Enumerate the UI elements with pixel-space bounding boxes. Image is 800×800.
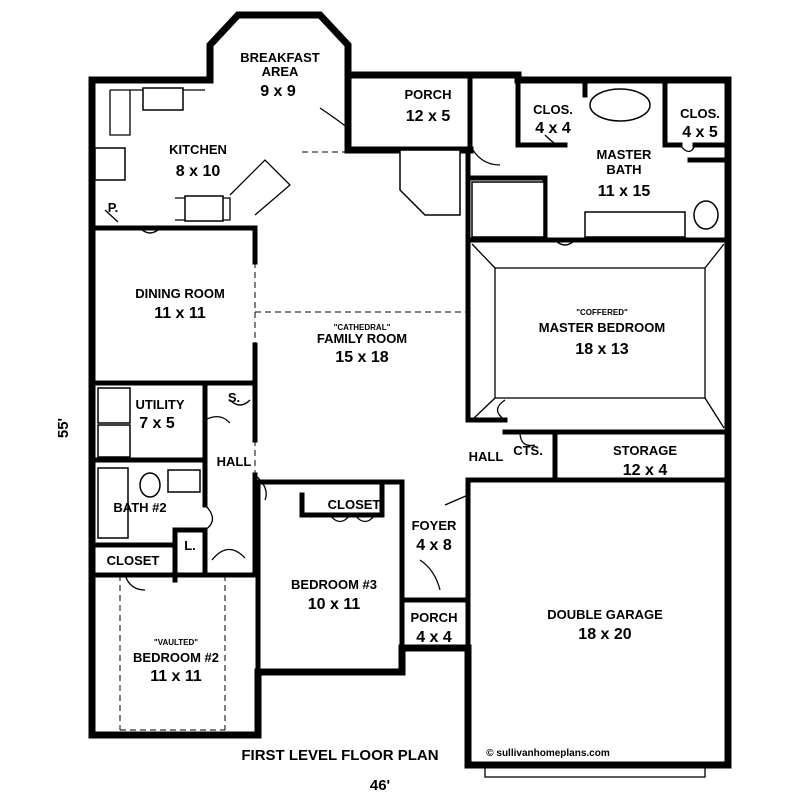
master-bath-dim: 11 x 15	[598, 183, 651, 200]
plan-depth: 55'	[55, 418, 72, 438]
utility-label: UTILITY	[135, 397, 184, 412]
bedroom3-label: BEDROOM #3	[291, 577, 377, 592]
family-label: FAMILY ROOM	[317, 331, 407, 346]
clos-b-label: CLOS.	[680, 106, 720, 121]
porch-front-dim: 4 x 4	[416, 629, 452, 646]
master-bed-tag: "COFFERED"	[576, 308, 628, 317]
clos-b-dim: 4 x 5	[682, 124, 718, 141]
storage-label: STORAGE	[613, 443, 677, 458]
master-bath-label-1: MASTER	[597, 147, 653, 162]
sink-icon	[167, 469, 201, 493]
porch-top-label: PORCH	[405, 87, 452, 102]
bathtub-icon	[97, 467, 129, 539]
breakfast-label-2: AREA	[262, 64, 299, 79]
porch-top-dim: 12 x 5	[406, 108, 451, 125]
breakfast-dim: 9 x 9	[260, 83, 296, 100]
door-swings	[104, 107, 696, 591]
hall-right-label: HALL	[469, 449, 504, 464]
washer-icon	[97, 387, 131, 424]
bedroom2-label: BEDROOM #2	[133, 650, 219, 665]
bedroom2-dim: 11 x 11	[150, 668, 202, 685]
family-tag: "CATHEDRAL"	[334, 323, 391, 332]
master-bed-dim: 18 x 13	[575, 341, 628, 358]
toilet-icon	[693, 200, 719, 230]
credit-text: © sullivanhomeplans.com	[486, 748, 610, 759]
porch-front-label: PORCH	[411, 610, 458, 625]
vanity-icon	[584, 211, 686, 238]
bedroom2-tag: "VAULTED"	[154, 638, 198, 647]
kitchen-dim: 8 x 10	[176, 163, 221, 180]
fixtures	[94, 87, 719, 539]
stove-icon	[184, 195, 224, 222]
storage-s-label: S.	[228, 390, 240, 405]
clos-a-dim: 4 x 4	[535, 120, 571, 137]
fridge-icon	[94, 147, 126, 181]
interior-walls	[89, 72, 731, 768]
garage-dim: 18 x 20	[578, 626, 631, 643]
plan-annotations: FIRST LEVEL FLOOR PLAN 46' 55' © sulliva…	[55, 418, 610, 794]
kitchen-label: KITCHEN	[169, 142, 227, 157]
linen-label: L.	[184, 538, 196, 553]
family-dim: 15 x 18	[335, 349, 388, 366]
bath2-label: BATH #2	[113, 500, 166, 515]
tub-icon	[589, 88, 651, 122]
toilet-icon	[139, 472, 161, 498]
plan-title: FIRST LEVEL FLOOR PLAN	[241, 747, 438, 764]
space-dividers	[109, 89, 725, 778]
master-bed-label: MASTER BEDROOM	[539, 320, 665, 335]
shower-icon	[471, 181, 545, 238]
dryer-icon	[97, 424, 131, 458]
kitchen-sink-icon	[142, 87, 184, 111]
closet-bed3-label: CLOSET	[328, 497, 381, 512]
breakfast-label-1: BREAKFAST	[240, 50, 320, 65]
storage-dim: 12 x 4	[623, 462, 668, 479]
garage-label: DOUBLE GARAGE	[547, 607, 663, 622]
plan-width: 46'	[370, 777, 390, 794]
bedroom3-dim: 10 x 11	[308, 596, 361, 613]
dining-dim: 11 x 11	[154, 305, 206, 322]
cts-label: CTS.	[513, 443, 543, 458]
room-labels: BREAKFAST AREA 9 x 9 PORCH 12 x 5 KITCHE…	[107, 50, 720, 685]
dining-label: DINING ROOM	[135, 286, 225, 301]
pantry-label: P.	[108, 200, 119, 215]
clos-a-label: CLOS.	[533, 102, 573, 117]
foyer-label: FOYER	[412, 518, 457, 533]
foyer-dim: 4 x 8	[416, 537, 452, 554]
master-bath-label-2: BATH	[606, 162, 641, 177]
hall-left-label: HALL	[217, 454, 252, 469]
fireplace-icon	[399, 149, 461, 216]
utility-dim: 7 x 5	[139, 415, 175, 432]
closet-left-label: CLOSET	[107, 553, 160, 568]
